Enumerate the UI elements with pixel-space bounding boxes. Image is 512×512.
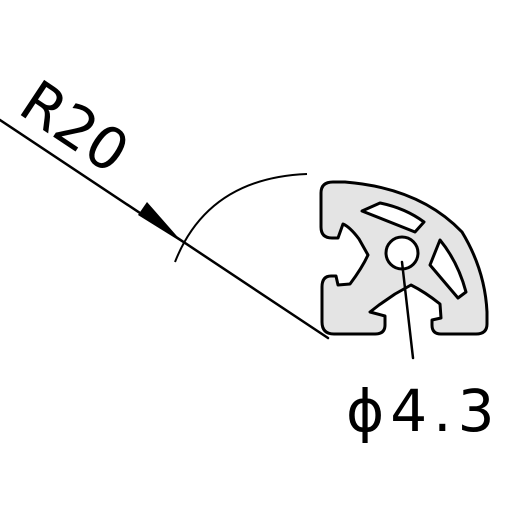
profile-slot-upper — [360, 201, 426, 234]
radius-dimension-arc — [174, 173, 308, 263]
radius-arrowhead — [138, 202, 183, 243]
diameter-leader-line — [400, 260, 415, 360]
profile-slot-right — [428, 238, 468, 300]
diameter-label: ϕ4.3 — [346, 377, 501, 445]
